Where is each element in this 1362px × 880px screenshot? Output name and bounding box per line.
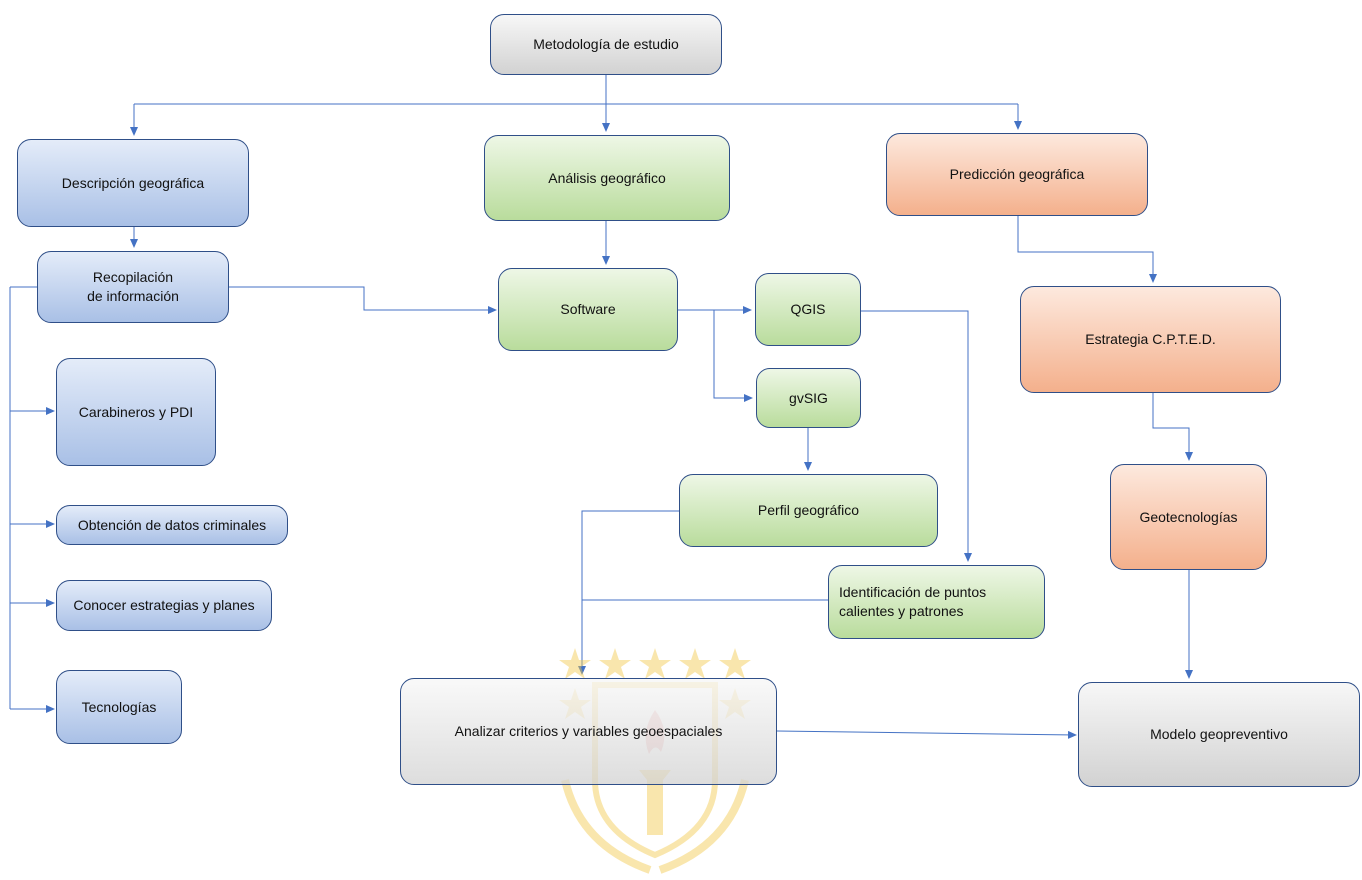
connector-estrategia-geotecnologias <box>1152 393 1193 461</box>
recopilacion-node: Recopilación de información <box>37 251 229 323</box>
prediccion-label: Predicción geográfica <box>949 166 1085 183</box>
conocer-label: Conocer estrategias y planes <box>73 597 255 614</box>
gvsig-node: gvSIG <box>756 368 861 428</box>
connector-analizar-modelo <box>776 730 1077 739</box>
gvsig-label: gvSIG <box>789 389 828 406</box>
software-node: Software <box>498 268 678 351</box>
analizar-label: Analizar criterios y variables geoespaci… <box>454 723 723 740</box>
perfil-node: Perfil geográfico <box>679 474 938 547</box>
obtencion-node: Obtención de datos criminales <box>56 505 288 545</box>
analisis-node: Análisis geográfico <box>484 135 730 221</box>
conocer-node: Conocer estrategias y planes <box>56 580 272 631</box>
modelo-label: Modelo geopreventivo <box>1150 726 1288 743</box>
obtencion-label: Obtención de datos criminales <box>77 516 267 533</box>
descripcion-node: Descripción geográfica <box>17 139 249 227</box>
analisis-label: Análisis geográfico <box>548 169 666 186</box>
root-label: Metodología de estudio <box>533 36 679 53</box>
connector-recopilacion-software <box>229 286 497 314</box>
qgis-label: QGIS <box>790 301 826 318</box>
connector-software-gvsig <box>713 310 753 402</box>
recopilacion-label-line2: de información <box>87 288 179 304</box>
descripcion-label: Descripción geográfica <box>61 174 205 191</box>
identificacion-label-line1: Identificación de puntos <box>839 584 987 601</box>
connector-prediccion-estrategia <box>1017 216 1157 283</box>
root-node: Metodología de estudio <box>490 14 722 75</box>
qgis-node: QGIS <box>755 273 861 346</box>
software-label: Software <box>560 301 616 318</box>
tecnologias-label: Tecnologías <box>81 698 157 715</box>
geotecnologias-node: Geotecnologías <box>1110 464 1267 570</box>
connector-qgis-identificacion <box>861 310 972 562</box>
carabineros-label: Carabineros y PDI <box>78 403 194 420</box>
connector-left-spine <box>9 286 37 709</box>
carabineros-node: Carabineros y PDI <box>56 358 216 466</box>
estrategia-node: Estrategia C.P.T.E.D. <box>1020 286 1281 393</box>
analizar-node: Analizar criterios y variables geoespaci… <box>400 678 777 785</box>
tecnologias-node: Tecnologías <box>56 670 182 744</box>
estrategia-label: Estrategia C.P.T.E.D. <box>1085 331 1216 348</box>
perfil-label: Perfil geográfico <box>757 502 860 519</box>
recopilacion-label-line1: Recopilación <box>92 269 174 286</box>
identificacion-label-line2: calientes y patrones <box>839 603 964 619</box>
modelo-node: Modelo geopreventivo <box>1078 682 1360 787</box>
geotecnologias-label: Geotecnologías <box>1139 508 1238 525</box>
connector-perfil-analizar <box>578 510 679 675</box>
identificacion-node: Identificación de puntos calientes y pat… <box>828 565 1045 639</box>
prediccion-node: Predicción geográfica <box>886 133 1148 216</box>
